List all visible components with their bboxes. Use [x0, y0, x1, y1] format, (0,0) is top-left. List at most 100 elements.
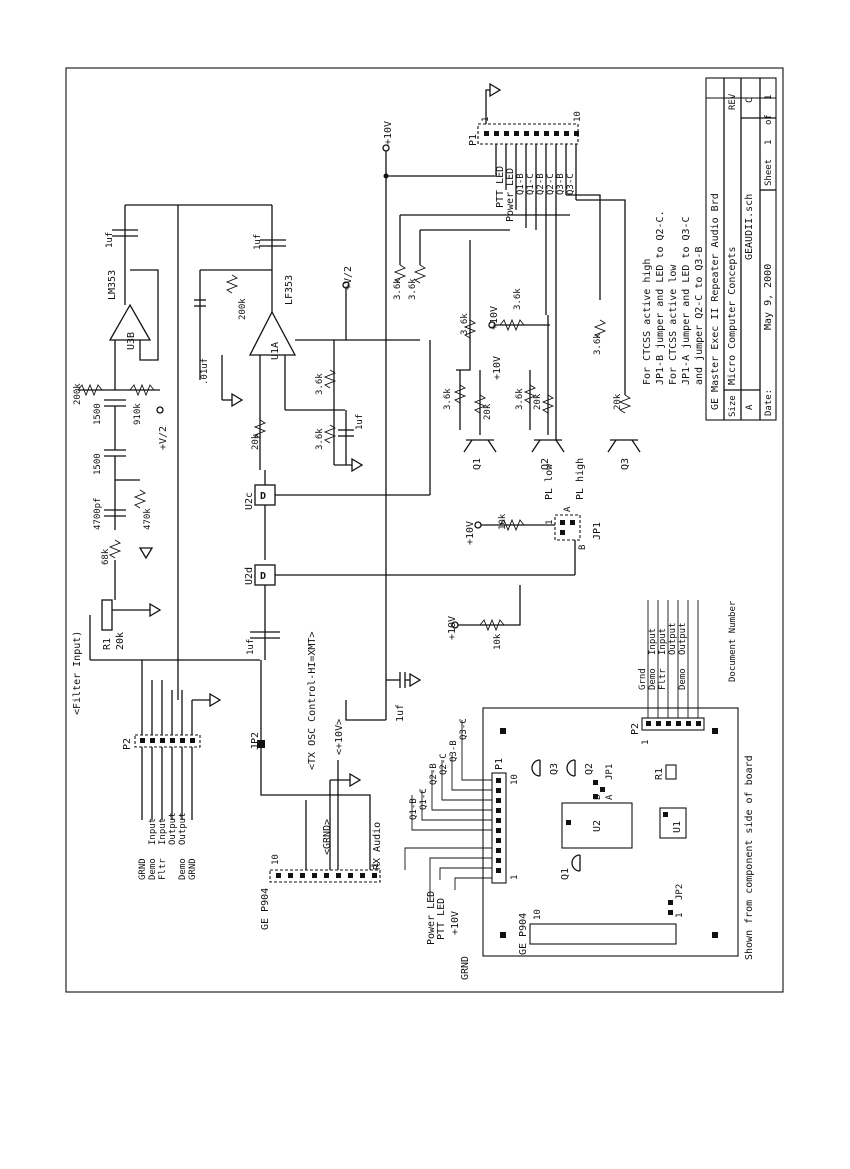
- board-q1: Q1: [560, 868, 571, 880]
- p2-sig-5: Output: [168, 812, 178, 845]
- grnd-p904: <GRND>: [322, 819, 333, 855]
- board-jp1-b: B: [593, 795, 603, 800]
- rx-audio-label: RX Audio: [372, 822, 383, 870]
- p2-sig-6: Demo: [178, 858, 188, 880]
- ground-icon: [138, 547, 154, 560]
- board-jp1: JP1: [605, 764, 615, 780]
- board-jp2-pin1: 1: [675, 913, 685, 918]
- r-20k-d: 20k: [613, 393, 623, 410]
- r-3k6-b: 3.6k: [315, 428, 325, 450]
- sheet-label: Sheet: [764, 159, 774, 186]
- sheet-border: [65, 67, 784, 993]
- board-p1-q2c: Q2-C: [439, 753, 449, 775]
- p2-sig-4: Input: [158, 818, 168, 845]
- sheet-value: 1: [764, 140, 774, 145]
- c-1uf-rail: 1uf: [395, 704, 406, 722]
- u1a-cap: 1uf: [253, 234, 263, 250]
- ground-icon: [209, 692, 222, 708]
- board-note: Shown from component side of board: [744, 755, 755, 960]
- board-p2-input2: Input: [658, 628, 668, 655]
- board-p1-q3c: Q3-C: [459, 718, 469, 740]
- board-p904-label: GE P904: [518, 913, 529, 955]
- ge-p904-label: GE P904: [260, 888, 271, 930]
- title-text: GE Master Exec II Repeater Audio Brd: [710, 193, 721, 410]
- u3b-stage: U3B LM353 1uf 200k 910k +V/2 1500 1500 4…: [73, 204, 179, 700]
- p1-sig-q2c: Q2-C: [546, 173, 556, 195]
- docnum-label: Document Number: [728, 600, 738, 682]
- board-p2-label: P2: [630, 723, 641, 735]
- board-u1: U1: [672, 821, 683, 833]
- q3-ref: Q3: [620, 458, 631, 470]
- board-layout: P1 10 1 Q3-C Q3-B Q2-C Q2-B Q1-C Q1-B Po…: [404, 600, 739, 980]
- c-1uf-b: 1uf: [355, 414, 365, 430]
- u1a-stage: U1A LF353 1uf 200k .01uf 20k +V/2 3.6k 3…: [178, 204, 420, 473]
- board-p904-pin10: 10: [533, 909, 543, 920]
- r-20k-c: 20k: [533, 393, 543, 410]
- board-p1-power: Power LED: [426, 891, 437, 945]
- board-q3: Q3: [549, 763, 560, 775]
- plus10v-rail: +10V 1uf: [345, 121, 496, 722]
- u1a-part: LF353: [284, 275, 295, 305]
- r-200k-b: 200k: [238, 298, 248, 320]
- u3b-cap: 1uf: [105, 232, 115, 248]
- q2-ref: Q2: [540, 458, 551, 470]
- board-p1-grnd: GRND: [460, 956, 471, 980]
- r-68k: 68k: [101, 548, 111, 565]
- board-q2: Q2: [584, 763, 595, 775]
- r1-pot: R1 20k: [89, 599, 260, 661]
- plus10v-q: +10V: [489, 306, 500, 330]
- r-10k-b: 10k: [493, 633, 503, 650]
- p1-sig-q1b: Q1-B: [516, 173, 526, 195]
- note-line-4: JP1-A jumper and LED to Q3-C: [681, 216, 692, 385]
- board-p2-output2: Output: [678, 622, 688, 655]
- jp1-pin-1: 1: [545, 520, 555, 525]
- board-p2-input: Input: [648, 628, 658, 655]
- note-line-5: and jumper Q2-C to Q3-B: [694, 247, 705, 385]
- jp1-jumper: 1 A B JP1 PL low PL high +10V 10k +10V 1…: [447, 458, 603, 650]
- ground-icon: [351, 457, 364, 473]
- r-200k-a: 200k: [73, 383, 83, 405]
- p2-sig-1: Demo: [148, 858, 158, 880]
- size-label: Size: [728, 395, 738, 417]
- p1-sig-q2b: Q2-B: [536, 173, 546, 195]
- p1-pin10: 10: [573, 111, 583, 122]
- c-1500-a: 1500: [93, 403, 103, 425]
- r-3k6-i: 3.6k: [593, 333, 603, 355]
- u3b-part: LM353: [107, 270, 118, 300]
- plus10v-r10k: +10V: [447, 616, 458, 640]
- board-p1-q2b: Q2-B: [429, 763, 439, 785]
- date-label: Date:: [764, 389, 774, 416]
- c-1uf-c: 1uf: [246, 639, 256, 655]
- board-p1-pin1: 1: [510, 875, 520, 880]
- p904-pin10: 10: [271, 854, 281, 865]
- p2-sig-7: Output: [178, 812, 188, 845]
- board-p2-fltr: Fltr: [658, 668, 668, 690]
- plus10v-p904: <+10V>: [334, 719, 345, 755]
- jp1-pin-a: A: [563, 506, 573, 512]
- note-line-3: For CTCSS active low: [668, 264, 679, 385]
- svg-text:D: D: [260, 571, 266, 582]
- board-p1-10v: +10V: [450, 911, 461, 935]
- board-jp1-a: A: [605, 794, 615, 800]
- board-p1-ptt: PTT LED: [436, 898, 447, 940]
- plus10v-jp1: +10V: [465, 521, 476, 545]
- r-910k: 910k: [133, 403, 143, 425]
- vhalf-label-a: +V/2: [158, 426, 169, 450]
- p1-sig-q1c: Q1-C: [526, 173, 536, 195]
- board-p1-q1b: Q1-B: [409, 798, 419, 820]
- p1-label: P1: [468, 134, 479, 146]
- u2d-ref: U2d: [244, 567, 255, 585]
- board-u2: U2: [592, 820, 603, 832]
- p2-sig-3: Fltr: [158, 858, 168, 880]
- p2-sig-0: GRND: [138, 858, 148, 880]
- p1-connector: P1 1 10 PTT LED Power LED Q1-B Q1-C Q2-B…: [468, 82, 583, 440]
- svg-text:D: D: [260, 491, 266, 502]
- r-3k6-c: 3.6k: [393, 278, 403, 300]
- tx-osc-label: <TX OSC Control-HI=XMT>: [307, 632, 318, 770]
- board-p2-grnd: Grnd: [638, 668, 648, 690]
- board-p1-label: P1: [494, 758, 505, 770]
- p1-sig-q3c: Q3-C: [566, 173, 576, 195]
- u2-switches: D U2c D U2d 1uf: [244, 340, 575, 660]
- rev-label: REV: [728, 93, 738, 110]
